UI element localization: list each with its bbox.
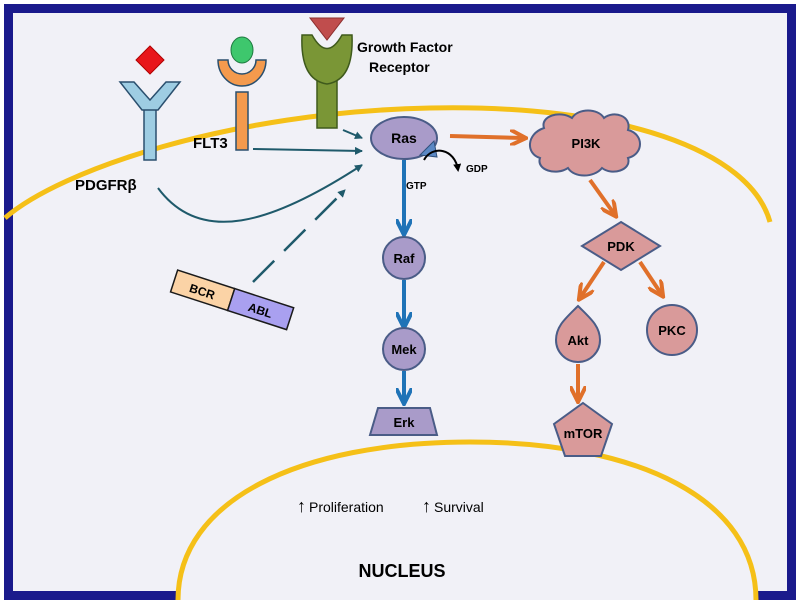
growth-factor-label-line2: Receptor: [369, 59, 430, 75]
mek-label: Mek: [391, 342, 417, 357]
arrow-ras-to-pi3k: [449, 136, 524, 138]
pdgfr-receptor: [118, 81, 182, 161]
ras-node: [370, 116, 438, 160]
raf-label: Raf: [394, 251, 416, 266]
proliferation-up-arrow-icon: ↑: [297, 496, 306, 516]
mtor-label: mTOR: [564, 426, 603, 441]
arrow-pdk-to-pkc: [638, 260, 662, 295]
raf-node: [382, 236, 426, 280]
arrow-pdgfr-to-ras: [157, 164, 363, 223]
growth-factor-label-line1: Growth Factor: [357, 39, 453, 55]
flt3-label: FLT3: [193, 135, 228, 152]
nucleus-membrane: [175, 439, 759, 601]
cell-membrane: [3, 105, 773, 223]
pdgfr-label: PDGFRβ: [75, 177, 137, 194]
arrow-flt3-to-ras: [252, 146, 363, 155]
pi3k-label: PI3K: [572, 136, 602, 151]
akt-node: [554, 304, 602, 363]
arrow-bcr-abl-to-ras: [252, 189, 346, 283]
pi3k-node: [529, 109, 641, 177]
survival-label: Survival: [434, 499, 484, 515]
nucleus-label: NUCLEUS: [358, 561, 445, 581]
mtor-node: [552, 401, 614, 457]
survival-up-arrow-icon: ↑: [422, 496, 431, 516]
pdk-label: PDK: [607, 239, 635, 254]
pdgf-ligand-icon: [135, 45, 165, 75]
arrow-gfr-to-ras: [342, 129, 363, 139]
growth-factor-receptor: [301, 34, 353, 129]
bcr-abl-fusion: BCR ABL: [169, 269, 295, 331]
arrow-pi3k-to-pdk: [588, 178, 615, 215]
pdk-node: [580, 220, 662, 272]
pkc-node: [646, 304, 698, 356]
gtp-label: GTP: [406, 181, 427, 192]
flt3-receptor: [217, 59, 267, 151]
proliferation-label: Proliferation: [309, 499, 384, 515]
gdp-label: GDP: [466, 164, 488, 175]
pkc-label: PKC: [658, 323, 686, 338]
abl-segment: [226, 287, 295, 331]
erk-label: Erk: [394, 415, 416, 430]
gtp-gdp-exchange-arrow: [423, 149, 462, 172]
akt-label: Akt: [568, 333, 590, 348]
flt3-ligand-icon: [230, 36, 254, 64]
mek-node: [382, 327, 426, 371]
arrow-pdk-to-akt: [580, 260, 606, 298]
erk-node: [368, 407, 439, 436]
ras-label: Ras: [391, 130, 417, 146]
growth-factor-ligand-icon: [308, 17, 346, 41]
